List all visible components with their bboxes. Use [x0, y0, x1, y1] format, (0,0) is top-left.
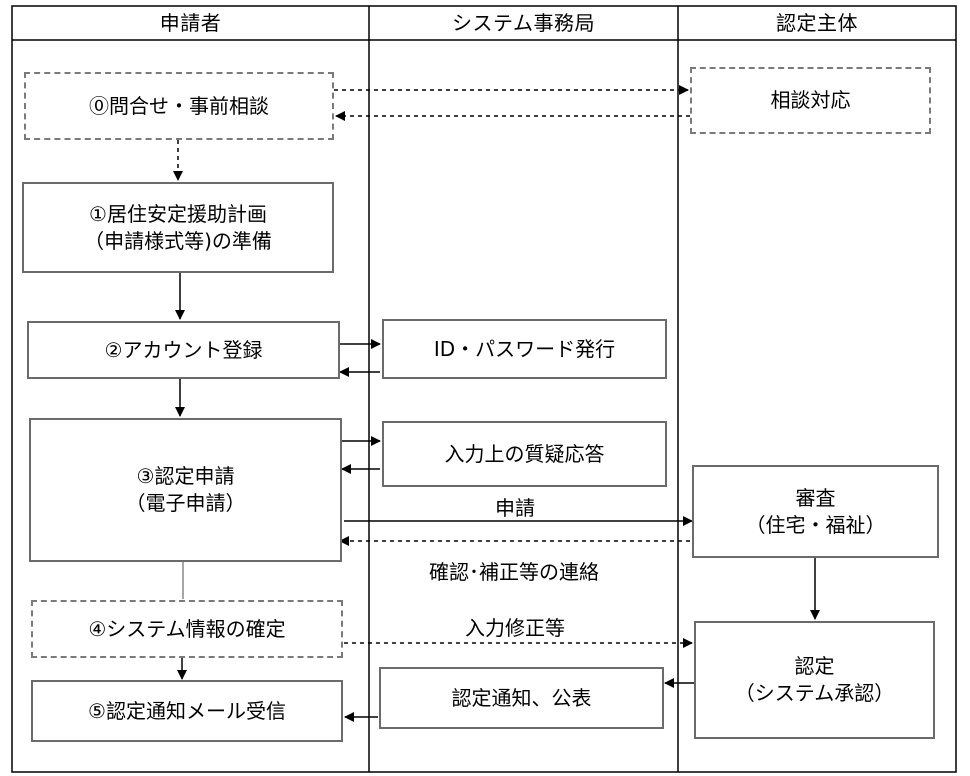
edge-label-input-fix: 入力修正等 — [465, 616, 565, 640]
node-notify: 認定通知、公表 — [379, 667, 664, 729]
lane-header-certifier: 認定主体 — [776, 11, 858, 35]
outer-frame — [11, 5, 957, 773]
node-qa: 入力上の質疑応答 — [382, 421, 667, 487]
node-id-issue: ID・パスワード発行 — [382, 319, 667, 379]
node-apply: ③認定申請 （電子申請） — [29, 418, 342, 562]
edge-label-correction-contact: 確認･補正等の連絡 — [429, 560, 599, 584]
node-receive: ⑤認定通知メール受信 — [31, 680, 343, 742]
node-consult: 相談対応 — [690, 67, 931, 134]
edge-label-application: 申請 — [495, 496, 535, 520]
node-review: 審査 （住宅・福祉） — [692, 465, 939, 558]
node-account: ②アカウント登録 — [27, 321, 340, 379]
lane-header-applicant: 申請者 — [159, 11, 222, 35]
node-confirm: ④システム情報の確定 — [31, 600, 343, 658]
lane-header-secretariat: システム事務局 — [452, 11, 595, 35]
node-inquiry: ⓪問合せ・事前相談 — [24, 72, 334, 140]
node-certify: 認定 （システム承認） — [694, 621, 935, 739]
node-prepare: ①居住安定援助計画 （申請様式等)の準備 — [22, 182, 334, 273]
